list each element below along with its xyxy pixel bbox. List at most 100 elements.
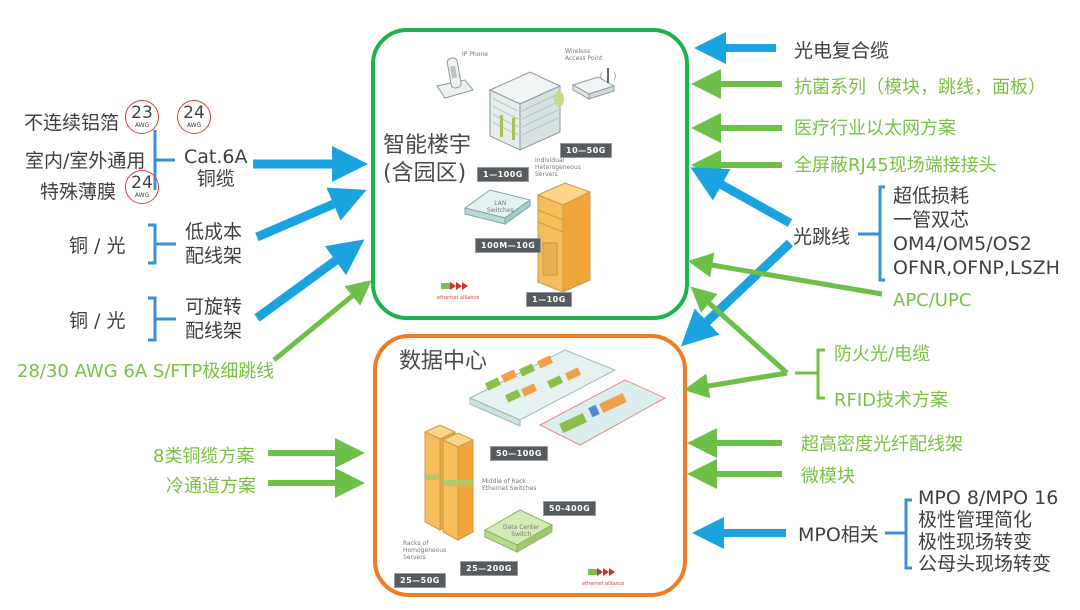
low-cost-panel-label: 低成本 配线架 bbox=[185, 220, 242, 268]
mpo-feature: MPO 8/MPO 16 bbox=[918, 487, 1059, 509]
apc-upc-label: APC/UPC bbox=[893, 290, 972, 311]
cold-aisle-label: 冷通道方案 bbox=[166, 476, 256, 497]
wireless-ap-icon bbox=[571, 68, 616, 100]
rj45-field-label: 全屏蔽RJ45现场端接接头 bbox=[794, 155, 997, 176]
lan-switch-icon bbox=[463, 189, 532, 225]
ethernet-alliance-text: ethernet alliance bbox=[437, 295, 480, 301]
micro-module-label: 微模块 bbox=[801, 466, 855, 487]
medical-label: 医疗行业以太网方案 bbox=[794, 118, 956, 139]
bracket-low-cost bbox=[148, 223, 176, 265]
building-title: 智能楼宇 (含园区) bbox=[383, 132, 471, 188]
speed-badge: 1—10G bbox=[526, 292, 572, 307]
servers-label: Individual Heterogeneous Servers bbox=[535, 157, 581, 178]
datacenter-zone: 数据中心 bbox=[373, 334, 687, 597]
cat6a-label-line2: 铜缆 bbox=[196, 168, 235, 190]
mor-label-line2: Ethernet Switches bbox=[482, 485, 537, 492]
mpo-feature: 极性现场转变 bbox=[918, 531, 1033, 553]
feature-film: 特殊薄膜 bbox=[40, 181, 117, 203]
speed-badge: 50-400G bbox=[543, 501, 597, 516]
awg-number: 23 bbox=[131, 103, 153, 123]
racks-label-line2: Homogeneous bbox=[403, 547, 447, 554]
speed-badge: 100M—10G bbox=[475, 238, 542, 253]
fiber-feature: OFNR,OFNP,LSZH bbox=[893, 257, 1060, 279]
awg-unit: AWG bbox=[134, 122, 150, 129]
awg-number: 24 bbox=[131, 173, 153, 193]
datacenter-switch-icon bbox=[483, 509, 554, 553]
awg-number: 24 bbox=[183, 103, 205, 123]
feature-foil: 不连续铝箔 bbox=[24, 112, 120, 134]
bracket-mpo bbox=[885, 498, 912, 570]
speed-badge: 25—200G bbox=[460, 561, 518, 576]
slim-patch-label: 28/30 AWG 6A S/FTP极细跳线 bbox=[17, 361, 275, 382]
ethernet-alliance-text: ethernet alliance bbox=[582, 581, 625, 587]
dc-switch-label-line1: Data Center bbox=[503, 524, 540, 531]
bracket-fiber-patch bbox=[858, 185, 885, 282]
speed-badge: 50—100G bbox=[490, 446, 548, 461]
lan-label: LAN Switches bbox=[487, 200, 514, 214]
mpo-label: MPO相关 bbox=[798, 524, 879, 546]
lan-label-line1: LAN bbox=[494, 200, 507, 207]
ultra-density-label: 超高密度光纤配线架 bbox=[801, 434, 963, 455]
building-title-line2: (含园区) bbox=[383, 161, 467, 186]
dc-switch-label-line2: Switch bbox=[511, 531, 532, 538]
ip-phone-icon bbox=[436, 57, 474, 99]
wap-label: Wireless Access Point bbox=[565, 48, 602, 62]
copper-fiber-label: 铜 / 光 bbox=[69, 235, 126, 257]
servers-label-line3: Servers bbox=[535, 171, 558, 178]
fiber-feature: 超低损耗 bbox=[893, 185, 970, 207]
cat8-label: 8类铜缆方案 bbox=[153, 446, 255, 467]
ip-phone-label: IP Phone bbox=[462, 51, 488, 58]
server-racks-icon bbox=[423, 424, 475, 541]
speed-badge: 10—50G bbox=[560, 143, 612, 158]
wap-label-line2: Access Point bbox=[565, 55, 603, 62]
rotatable-panel-label: 可旋转 配线架 bbox=[185, 295, 242, 343]
ethernet-alliance-logo-datacenter bbox=[588, 568, 615, 576]
mor-label-line1: Middle of Rack bbox=[482, 478, 526, 485]
racks-label-line1: Racks of bbox=[403, 540, 429, 547]
speed-badge: 1—100G bbox=[477, 167, 529, 182]
bracket-rotatable bbox=[148, 296, 176, 342]
mpo-features: MPO 8/MPO 16 极性管理简化 极性现场转变 公母头现场转变 bbox=[918, 487, 1058, 575]
servers-label-line2: Heterogeneous bbox=[535, 164, 581, 171]
speed-badge: 25—50G bbox=[394, 573, 446, 588]
mpo-feature: 极性管理简化 bbox=[918, 509, 1033, 531]
datacenter-floor-icon bbox=[468, 349, 667, 446]
fire-cable-label: 防火光/电缆 bbox=[834, 344, 931, 365]
cat6a-label-line1: Cat.6A bbox=[184, 146, 248, 168]
fiber-patch-label: 光跳线 bbox=[793, 226, 851, 248]
arrow-rotatable-panel bbox=[254, 239, 365, 322]
awg-badge: 23 AWG bbox=[125, 100, 159, 134]
low-cost-line2: 配线架 bbox=[185, 245, 243, 267]
low-cost-line1: 低成本 bbox=[185, 221, 243, 243]
dc-switch-label: Data Center Switch bbox=[503, 524, 539, 538]
office-building-icon bbox=[488, 71, 564, 151]
antibacterial-label: 抗菌系列（模块，跳线，面板） bbox=[794, 77, 1046, 98]
datacenter-title: 数据中心 bbox=[399, 349, 488, 374]
bracket-fire-rfid bbox=[795, 348, 825, 400]
fiber-patch-features: 超低损耗 一管双芯 OM4/OM5/OS2 OFNR,OFNP,LSZH bbox=[893, 184, 1060, 280]
lan-label-line2: Switches bbox=[487, 207, 514, 214]
racks-label-line3: Servers bbox=[403, 554, 426, 561]
servers-label-line1: Individual bbox=[535, 157, 565, 164]
rfid-label: RFID技术方案 bbox=[834, 390, 949, 411]
cat6a-label: Cat.6A 铜缆 bbox=[184, 146, 248, 190]
arrow-fiber-to-datacenter bbox=[680, 239, 794, 347]
building-title-line1: 智能楼宇 bbox=[383, 133, 472, 158]
building-zone: 智能楼宇 (含园区) bbox=[371, 28, 689, 320]
arrow-fire-to-building bbox=[690, 286, 789, 375]
awg-unit: AWG bbox=[134, 192, 150, 199]
arrow-fiber-to-building bbox=[690, 167, 793, 227]
racks-label: Racks of Homogeneous Servers bbox=[403, 540, 446, 561]
mor-switch-label: Middle of Rack Ethernet Switches bbox=[482, 478, 536, 492]
awg-badge: 24 AWG bbox=[125, 170, 159, 204]
arrow-apc-upc bbox=[687, 252, 883, 297]
arrow-slim-patch bbox=[272, 280, 372, 362]
arrow-fire-to-datacenter bbox=[683, 370, 788, 399]
fiber-feature: OM4/OM5/OS2 bbox=[893, 233, 1032, 255]
rotatable-line1: 可旋转 bbox=[185, 296, 243, 318]
mpo-feature: 公母头现场转变 bbox=[918, 553, 1052, 575]
rotatable-line2: 配线架 bbox=[185, 320, 243, 342]
fiber-feature: 一管双芯 bbox=[893, 209, 970, 231]
awg-badge: 24 AWG bbox=[177, 100, 211, 134]
